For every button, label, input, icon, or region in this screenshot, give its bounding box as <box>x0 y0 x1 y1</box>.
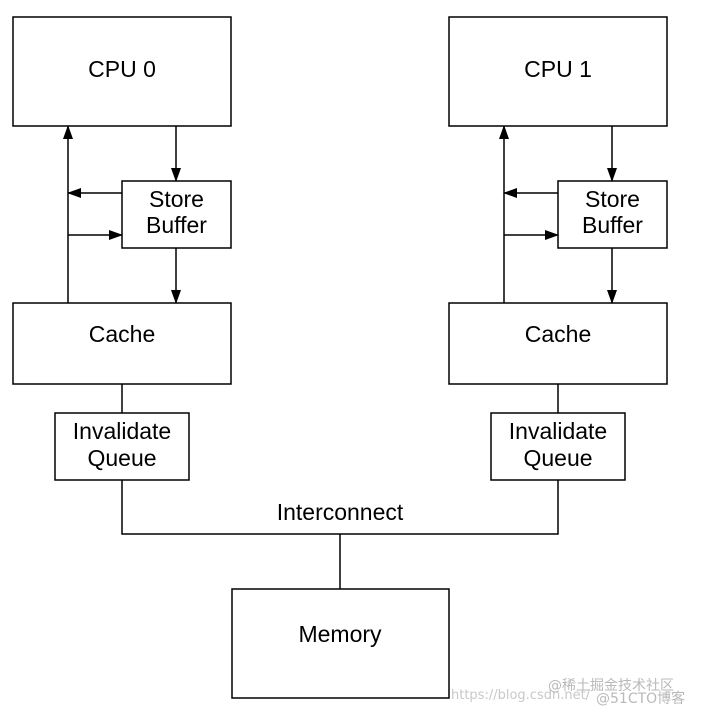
invalidate-queue1-label-line1: Invalidate <box>509 418 607 444</box>
cpu1-label: CPU 1 <box>524 56 592 82</box>
invalidate-queue0-label-line2: Queue <box>87 445 156 471</box>
cpu0-box <box>12 16 232 127</box>
store-buffer0-label-line2: Buffer <box>146 212 207 238</box>
store-buffer1-label-line2: Buffer <box>582 212 643 238</box>
watermark-site1: @稀土掘金技术社区 <box>548 678 674 694</box>
cpu1-box <box>448 16 668 127</box>
watermark: https://blog.csdn.net/ @稀土掘金技术社区 @51CTO博… <box>451 678 685 707</box>
memory-box <box>231 588 450 699</box>
interconnect-label: Interconnect <box>277 499 404 525</box>
cache1-box <box>448 302 668 385</box>
memory-label: Memory <box>298 621 382 647</box>
watermark-url: https://blog.csdn.net/ <box>451 688 591 703</box>
invalidate-queue0-label-line1: Invalidate <box>73 418 171 444</box>
invalidate-queue1-label-line2: Queue <box>523 445 592 471</box>
store-buffer0-box <box>121 180 232 249</box>
watermark-site2: @51CTO博客 <box>596 690 685 707</box>
cache1-label: Cache <box>525 321 591 347</box>
invalidate-queue0-box <box>54 412 190 481</box>
cpu0-label: CPU 0 <box>88 56 156 82</box>
store-buffer1-box <box>557 180 668 249</box>
cache0-label: Cache <box>89 321 155 347</box>
cpu1-group: CPU 1 Store Buffer Cache Invalidate Queu… <box>448 16 668 481</box>
store-buffer1-label-line1: Store <box>585 186 640 212</box>
cpu0-group: CPU 0 Store Buffer Cache Invalidate Queu… <box>12 16 232 481</box>
interconnect-group: Interconnect <box>121 480 559 589</box>
store-buffer0-label-line1: Store <box>149 186 204 212</box>
cache0-box <box>12 302 232 385</box>
memory-group: Memory <box>231 588 450 699</box>
invalidate-queue1-box <box>490 412 626 481</box>
